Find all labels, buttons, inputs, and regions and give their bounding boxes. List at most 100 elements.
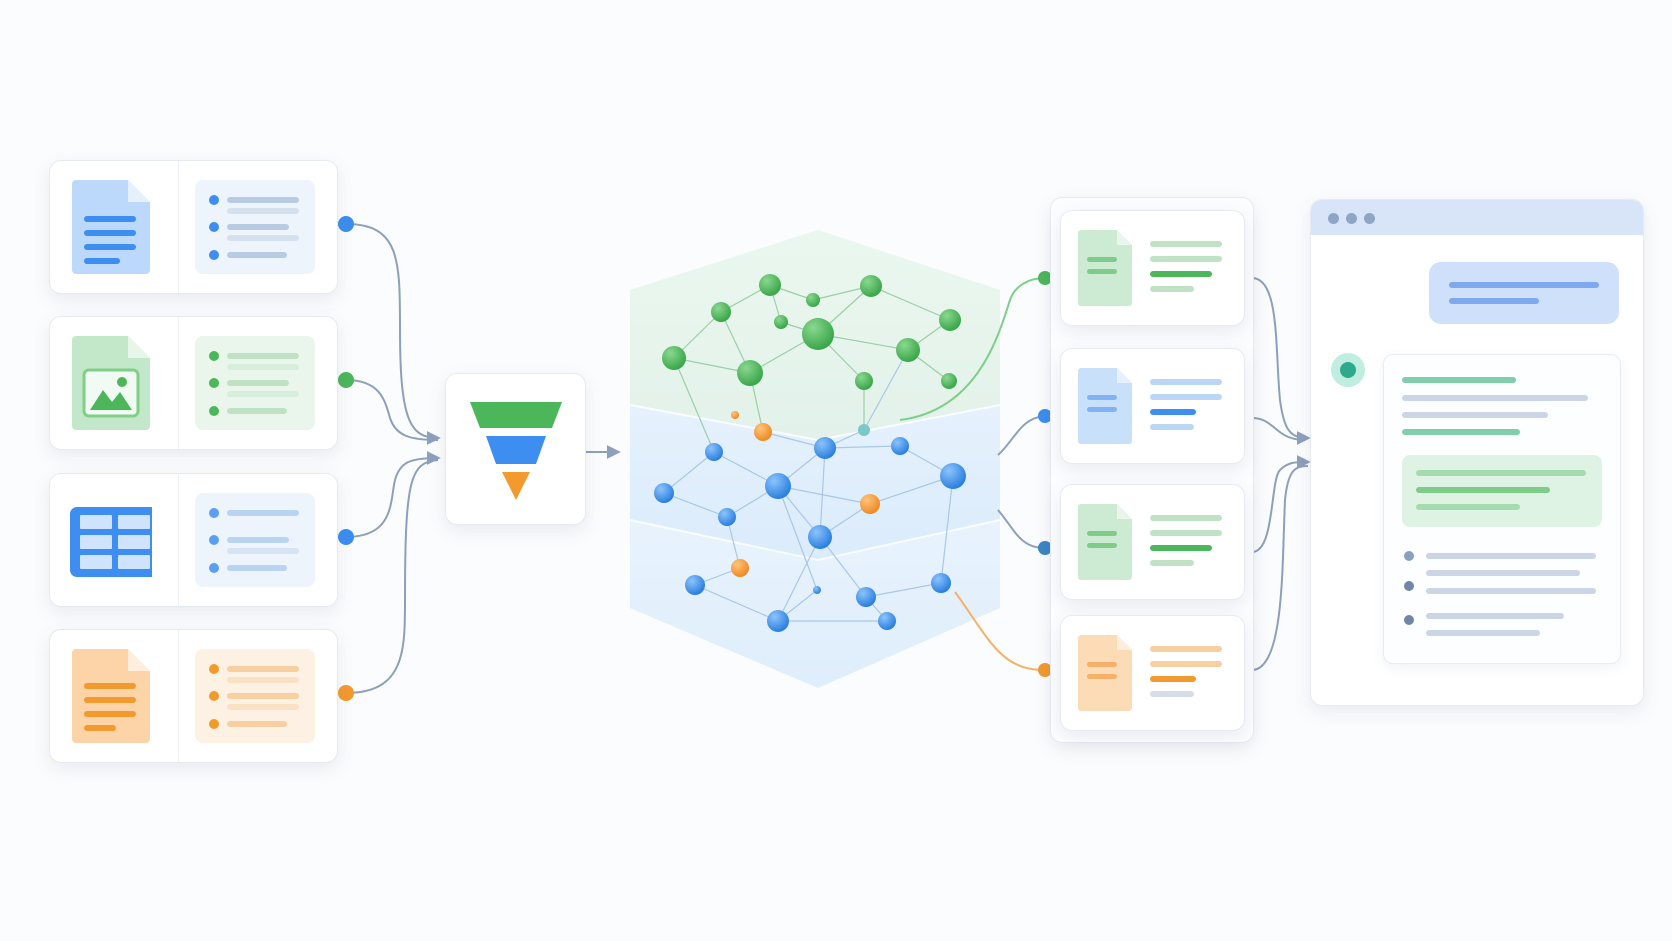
connector-graph-ret-4 bbox=[954, 591, 1046, 671]
graph-node bbox=[685, 575, 705, 595]
text-line-highlight bbox=[1150, 409, 1196, 415]
connector-source-2 bbox=[345, 379, 439, 441]
graph-node bbox=[654, 483, 674, 503]
graph-node bbox=[802, 318, 834, 350]
text-line bbox=[227, 208, 299, 214]
window-control-dot[interactable] bbox=[1364, 213, 1375, 224]
graph-node bbox=[806, 293, 820, 307]
text-line bbox=[1449, 298, 1539, 304]
assistant-answer-card bbox=[1383, 354, 1621, 664]
card-divider bbox=[178, 630, 179, 762]
text-line bbox=[1150, 286, 1194, 292]
retrieved-doc-blue[interactable] bbox=[1060, 348, 1245, 464]
list-bullet bbox=[209, 250, 219, 260]
user-message-bubble bbox=[1429, 262, 1619, 324]
graph-node bbox=[941, 373, 957, 389]
graph-edge bbox=[940, 475, 954, 584]
text-line bbox=[1426, 570, 1580, 576]
graph-edge bbox=[777, 536, 821, 622]
connector-source-3 bbox=[345, 451, 441, 538]
graph-edge bbox=[870, 285, 951, 321]
connector-dot bbox=[338, 529, 354, 545]
graph-node bbox=[662, 346, 686, 370]
text-line bbox=[227, 537, 289, 543]
text-line bbox=[1150, 256, 1222, 262]
window-control-dot[interactable] bbox=[1328, 213, 1339, 224]
retrieved-doc-orange[interactable] bbox=[1060, 615, 1245, 731]
card-divider bbox=[178, 161, 179, 293]
graph-node bbox=[759, 274, 781, 296]
graph-edge bbox=[863, 349, 909, 431]
graph-edge bbox=[819, 447, 826, 538]
text-line bbox=[1150, 394, 1222, 400]
connector-ret-chat-1 bbox=[1251, 277, 1311, 445]
connector-dot bbox=[338, 372, 354, 388]
graph-node bbox=[731, 559, 749, 577]
list-bullet bbox=[209, 563, 219, 573]
source-card-spreadsheet-blue[interactable] bbox=[49, 473, 338, 607]
spreadsheet-icon bbox=[70, 507, 152, 577]
text-line bbox=[227, 380, 289, 386]
answer-highlight-box bbox=[1402, 455, 1602, 527]
connector-dot bbox=[1038, 271, 1052, 285]
graph-node bbox=[711, 302, 731, 322]
text-line bbox=[1150, 560, 1194, 566]
text-line-highlight bbox=[1150, 676, 1196, 682]
source-card-text-blue[interactable] bbox=[49, 160, 338, 294]
connector-source-1 bbox=[345, 223, 441, 445]
text-line bbox=[1150, 379, 1222, 385]
graph-node bbox=[718, 508, 736, 526]
graph-edge bbox=[663, 492, 728, 518]
text-line bbox=[1426, 553, 1596, 559]
text-line bbox=[227, 565, 287, 571]
graph-node bbox=[931, 573, 951, 593]
graph-node bbox=[767, 610, 789, 632]
knowledge-graph-icon bbox=[629, 230, 1001, 688]
graph-node bbox=[808, 525, 832, 549]
text-line bbox=[1150, 530, 1222, 536]
graph-node bbox=[813, 586, 821, 594]
document-icon bbox=[1078, 230, 1132, 306]
list-preview bbox=[195, 336, 315, 430]
list-preview bbox=[195, 180, 315, 274]
connector-graph-ret-3 bbox=[997, 509, 1046, 549]
graph-edge bbox=[673, 357, 715, 453]
graph-node bbox=[731, 411, 739, 419]
source-card-image-green[interactable] bbox=[49, 316, 338, 450]
list-bullet bbox=[209, 222, 219, 232]
connector-dot bbox=[338, 216, 354, 232]
graph-edge bbox=[824, 445, 901, 449]
chat-window bbox=[1310, 199, 1644, 706]
list-bullet bbox=[209, 664, 219, 674]
connector-dot bbox=[1038, 663, 1052, 677]
graph-node bbox=[858, 424, 870, 436]
window-control-dot[interactable] bbox=[1346, 213, 1357, 224]
text-line bbox=[227, 235, 299, 241]
text-line bbox=[227, 391, 299, 397]
retrieved-doc-green[interactable] bbox=[1060, 210, 1245, 326]
retrieved-doc-green[interactable] bbox=[1060, 484, 1245, 600]
text-line-highlight bbox=[1150, 271, 1212, 277]
graph-edge bbox=[694, 584, 779, 622]
text-line bbox=[1150, 424, 1194, 430]
text-line bbox=[227, 721, 287, 727]
graph-node bbox=[891, 437, 909, 455]
source-card-text-orange[interactable] bbox=[49, 629, 338, 763]
list-bullet bbox=[209, 406, 219, 416]
list-bullet bbox=[1404, 581, 1414, 591]
text-line bbox=[1150, 691, 1194, 697]
filter-stage-card[interactable] bbox=[445, 373, 586, 525]
connector-graph-ret-2 bbox=[997, 415, 1046, 456]
list-preview bbox=[195, 649, 315, 743]
document-icon bbox=[1078, 504, 1132, 580]
connector-dot bbox=[1038, 409, 1052, 423]
document-text-icon bbox=[72, 649, 150, 743]
list-bullet bbox=[209, 508, 219, 518]
text-line bbox=[1416, 487, 1550, 493]
connector-dot bbox=[338, 685, 354, 701]
assistant-avatar-icon bbox=[1331, 353, 1365, 387]
text-line-highlight bbox=[1150, 545, 1212, 551]
text-line bbox=[1150, 661, 1222, 667]
text-line bbox=[1426, 630, 1540, 636]
